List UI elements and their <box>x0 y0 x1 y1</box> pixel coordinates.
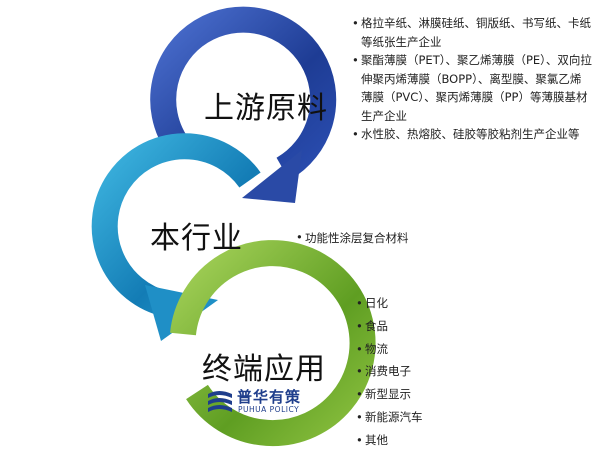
midstream-label: 本行业 <box>150 221 243 256</box>
list-item: 物流 <box>356 338 496 361</box>
list-item: 其他 <box>356 429 496 452</box>
logo-name-en: PUHUA POLICY <box>238 405 300 414</box>
midstream-arc <box>91 133 261 317</box>
upstream-arrowhead <box>242 150 302 203</box>
upstream-items: 格拉辛纸、淋膜硅纸、铜版纸、书写纸、卡纸等纸张生产企业 聚酯薄膜（PET）、聚乙… <box>352 14 592 144</box>
logo-mark-icon <box>208 391 232 412</box>
list-item: 新能源汽车 <box>356 406 496 429</box>
list-item: 食品 <box>356 315 496 338</box>
midstream-items: 功能性涂层复合材料 <box>296 230 496 246</box>
list-item: 水性胶、热熔胶、硅胶等胶粘剂生产企业等 <box>352 125 592 144</box>
list-item: 功能性涂层复合材料 <box>296 230 496 246</box>
list-item: 格拉辛纸、淋膜硅纸、铜版纸、书写纸、卡纸等纸张生产企业 <box>352 14 592 51</box>
puhua-policy-logo: 普华有策 PUHUA POLICY <box>205 384 307 418</box>
logo-name-cn: 普华有策 <box>237 388 302 406</box>
upstream-label: 上游原料 <box>204 91 328 126</box>
list-item: 消费电子 <box>356 360 496 383</box>
list-item: 日化 <box>356 292 496 315</box>
downstream-items: 日化 食品 物流 消费电子 新型显示 新能源汽车 其他 <box>356 292 496 452</box>
list-item: 新型显示 <box>356 383 496 406</box>
list-item: 聚酯薄膜（PET）、聚乙烯薄膜（PE）、双向拉伸聚丙烯薄膜（BOPP）、离型膜、… <box>352 51 592 125</box>
upstream-arc <box>150 6 337 181</box>
downstream-label: 终端应用 <box>202 352 326 387</box>
